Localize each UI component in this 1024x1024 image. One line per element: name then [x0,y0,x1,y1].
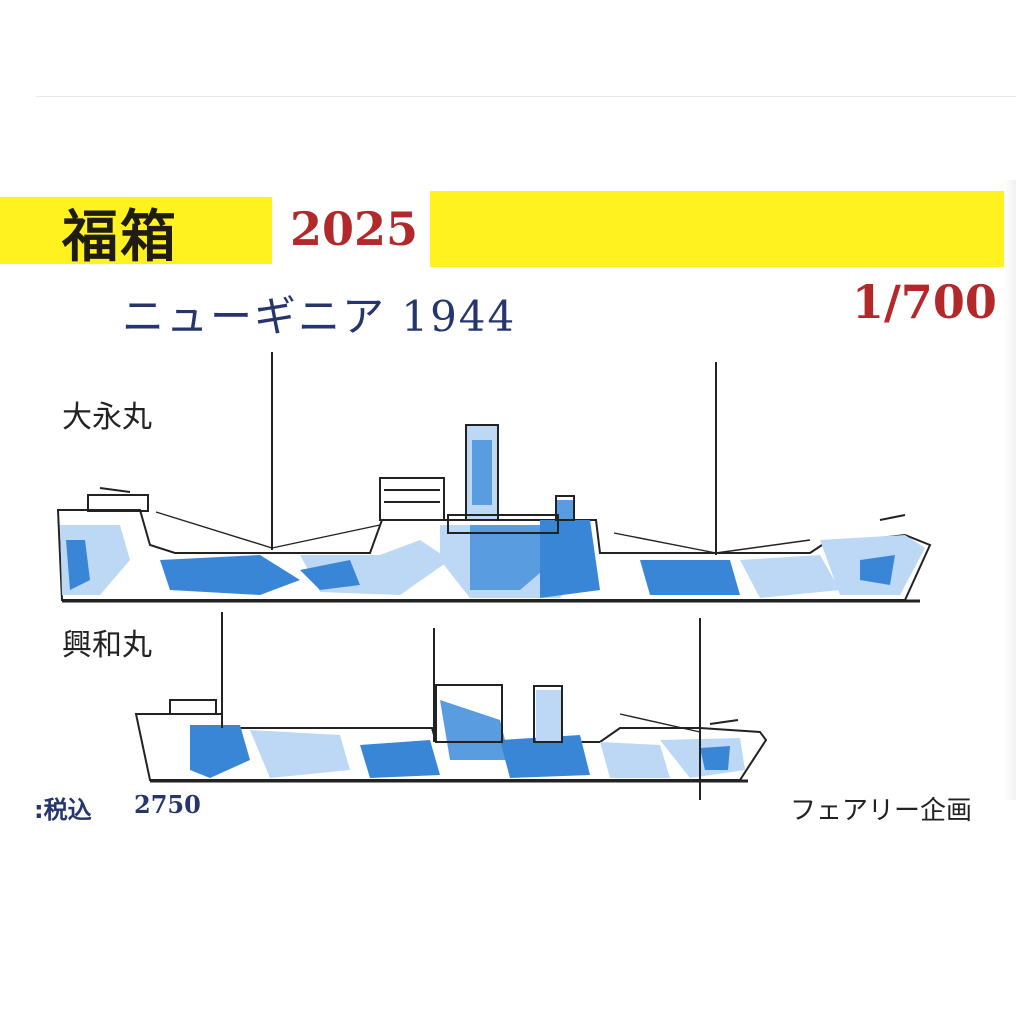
ship-profile-taiei-maru [56,352,932,603]
price-label: :税込 [34,796,92,824]
year-label: 2025 [290,202,419,256]
title-highlight [430,191,1004,267]
ship-name-taiei-maru: 大永丸 [62,400,152,435]
brand-highlight [0,197,272,264]
ship-profile-kowa-maru [134,612,768,800]
brand-label: 福箱 [62,205,178,270]
ship-name-kowa-maru: 興和丸 [62,628,152,663]
series-title: ニューギニア 1944 [122,292,517,341]
scale-label: 1/700 [852,275,997,329]
price-value: 2750 [134,790,201,819]
maker-label: フェアリー企画 [790,796,973,826]
card-edge-shadow [1004,180,1016,800]
